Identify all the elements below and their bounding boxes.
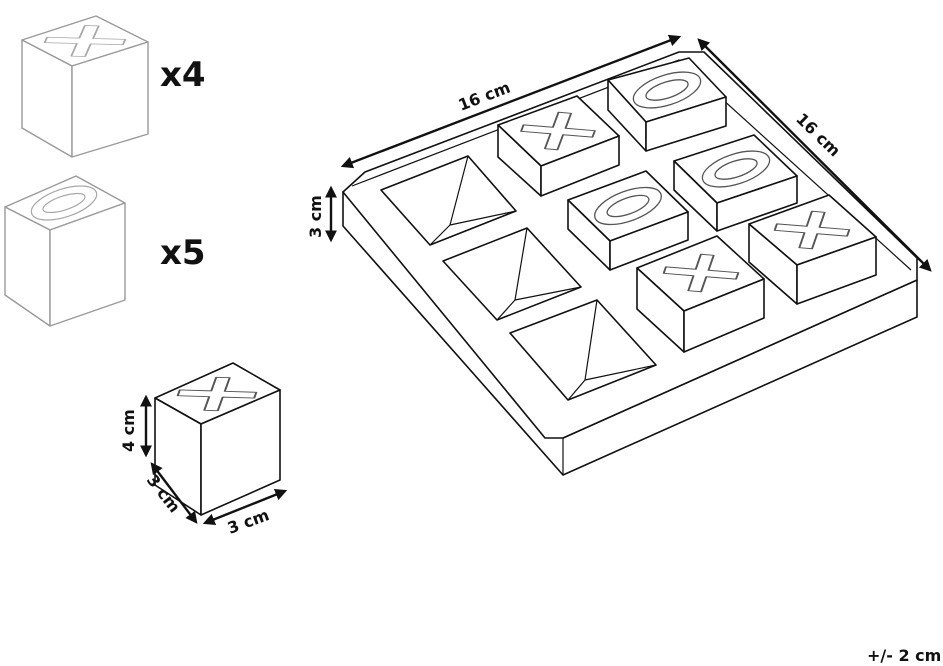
board-height-label: 3 cm — [306, 195, 325, 238]
piece-height-label: 4 cm — [119, 409, 138, 452]
piece-depth-arrow — [150, 462, 198, 524]
board-piece-o — [567, 170, 689, 271]
piece-width-arrow — [202, 488, 288, 526]
board-depth-arrow — [697, 38, 932, 272]
board-well-empty — [442, 227, 582, 321]
tolerance-note: +/- 2 cm — [867, 646, 941, 665]
x-cube-icon — [21, 15, 149, 158]
tic-tac-toe-board-icon — [342, 51, 918, 476]
piece-width-label: 3 cm — [225, 505, 272, 538]
board-well-empty — [509, 299, 657, 401]
o-pieces-quantity-label: x5 — [160, 233, 206, 273]
board-width-label: 16 cm — [456, 78, 513, 115]
board-width-arrow — [340, 34, 682, 169]
x-pieces-quantity-label: x4 — [160, 55, 206, 95]
o-cube-icon — [4, 175, 126, 327]
